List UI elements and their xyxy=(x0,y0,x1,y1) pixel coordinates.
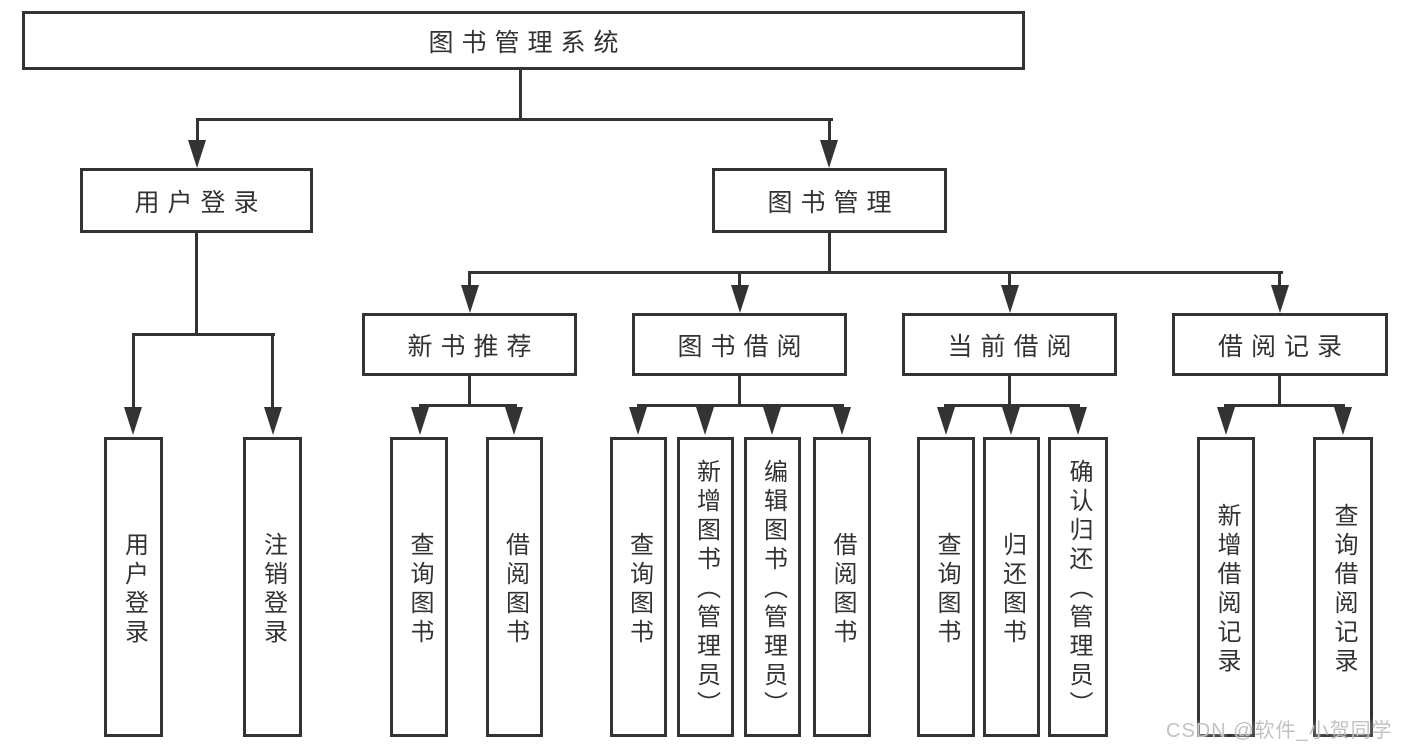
node-return-books: 归还图书 xyxy=(983,437,1040,737)
node-label: 查询图书 xyxy=(933,531,960,648)
node-label: 用户登录 xyxy=(120,531,148,648)
connector-line xyxy=(196,118,833,121)
node-label: 编辑图书（管理员） xyxy=(759,459,787,720)
node-user-login-leaf: 用户登录 xyxy=(104,437,163,737)
connector-line xyxy=(738,376,741,405)
arrowhead-down-icon xyxy=(124,407,142,435)
node-label: 查询图书 xyxy=(406,531,433,648)
csdn-watermark: CSDN @软件_小贺同学 xyxy=(1166,720,1393,742)
node-borrowing-records: 借阅记录 xyxy=(1172,313,1388,376)
arrowhead-down-icon xyxy=(1001,285,1019,313)
connector-line xyxy=(468,271,1283,274)
node-label: 新增图书（管理员） xyxy=(692,459,720,720)
node-query-borrow-record: 查询借阅记录 xyxy=(1313,437,1373,737)
node-confirm-return-admin: 确认归还（管理员） xyxy=(1048,437,1108,737)
node-label: 图书管理系统 xyxy=(428,28,627,57)
node-user-login: 用户登录 xyxy=(80,168,313,233)
arrowhead-down-icon xyxy=(1002,407,1020,435)
connector-line xyxy=(1224,404,1345,407)
node-query-books-current: 查询图书 xyxy=(917,437,975,737)
arrowhead-down-icon xyxy=(188,140,206,168)
arrowhead-down-icon xyxy=(937,407,955,435)
node-label: 借阅图书 xyxy=(501,531,529,648)
arrowhead-down-icon xyxy=(820,140,838,168)
connector-line xyxy=(468,376,471,405)
arrowhead-down-icon xyxy=(1271,285,1289,313)
connector-line xyxy=(195,233,198,335)
arrowhead-down-icon xyxy=(505,407,523,435)
node-label: 归还图书 xyxy=(998,531,1026,648)
node-borrow-books-leaf: 借阅图书 xyxy=(813,437,871,737)
connector-line xyxy=(196,121,199,141)
node-query-books-borrow: 查询图书 xyxy=(610,437,667,737)
arrowhead-down-icon xyxy=(833,407,851,435)
node-label: 用户登录 xyxy=(134,188,267,217)
connector-line xyxy=(419,404,517,407)
node-label: 借阅图书 xyxy=(829,531,856,648)
node-library-management-system: 图书管理系统 xyxy=(22,11,1025,70)
node-label: 确认归还（管理员） xyxy=(1065,459,1092,720)
arrowhead-down-icon xyxy=(1217,407,1235,435)
node-current-borrowing: 当前借阅 xyxy=(902,313,1117,376)
connector-line xyxy=(1278,274,1281,286)
arrowhead-down-icon xyxy=(1334,407,1352,435)
node-label: 注销登录 xyxy=(259,531,287,648)
connector-line xyxy=(132,333,275,336)
node-label: 图书借阅 xyxy=(677,332,810,361)
node-label: 新增借阅记录 xyxy=(1213,502,1240,677)
node-edit-books-admin: 编辑图书（管理员） xyxy=(744,437,801,737)
connector-line xyxy=(828,233,831,273)
node-label: 查询借阅记录 xyxy=(1330,502,1357,677)
connector-line xyxy=(637,404,844,407)
connector-line xyxy=(1278,376,1281,405)
connector-line xyxy=(271,336,274,407)
node-new-book-recommendation: 新书推荐 xyxy=(362,313,577,376)
connector-line xyxy=(519,70,522,119)
arrowhead-down-icon xyxy=(629,407,647,435)
node-add-borrow-record: 新增借阅记录 xyxy=(1197,437,1255,737)
node-logout-login: 注销登录 xyxy=(243,437,302,737)
node-label: 查询图书 xyxy=(625,531,653,648)
node-borrow-books-recommend: 借阅图书 xyxy=(486,437,543,737)
node-label: 图书管理 xyxy=(767,188,900,217)
node-query-books-recommend: 查询图书 xyxy=(390,437,448,737)
connector-line xyxy=(1008,376,1011,405)
arrowhead-down-icon xyxy=(411,407,429,435)
arrowhead-down-icon xyxy=(461,285,479,313)
connector-line xyxy=(944,404,1080,407)
connector-line xyxy=(738,274,741,286)
node-book-management: 图书管理 xyxy=(712,168,947,233)
arrowhead-down-icon xyxy=(264,407,282,435)
node-label: 当前借阅 xyxy=(947,332,1080,361)
connector-line xyxy=(468,274,471,286)
node-add-books-admin: 新增图书（管理员） xyxy=(677,437,734,737)
connector-line xyxy=(132,336,135,407)
arrowhead-down-icon xyxy=(731,285,749,313)
arrowhead-down-icon xyxy=(696,407,714,435)
node-book-borrowing: 图书借阅 xyxy=(632,313,847,376)
node-label: 借阅记录 xyxy=(1217,332,1350,361)
node-label: 新书推荐 xyxy=(407,332,540,361)
connector-line xyxy=(1008,274,1011,286)
arrowhead-down-icon xyxy=(763,407,781,435)
arrowhead-down-icon xyxy=(1069,407,1087,435)
connector-line xyxy=(828,121,831,141)
